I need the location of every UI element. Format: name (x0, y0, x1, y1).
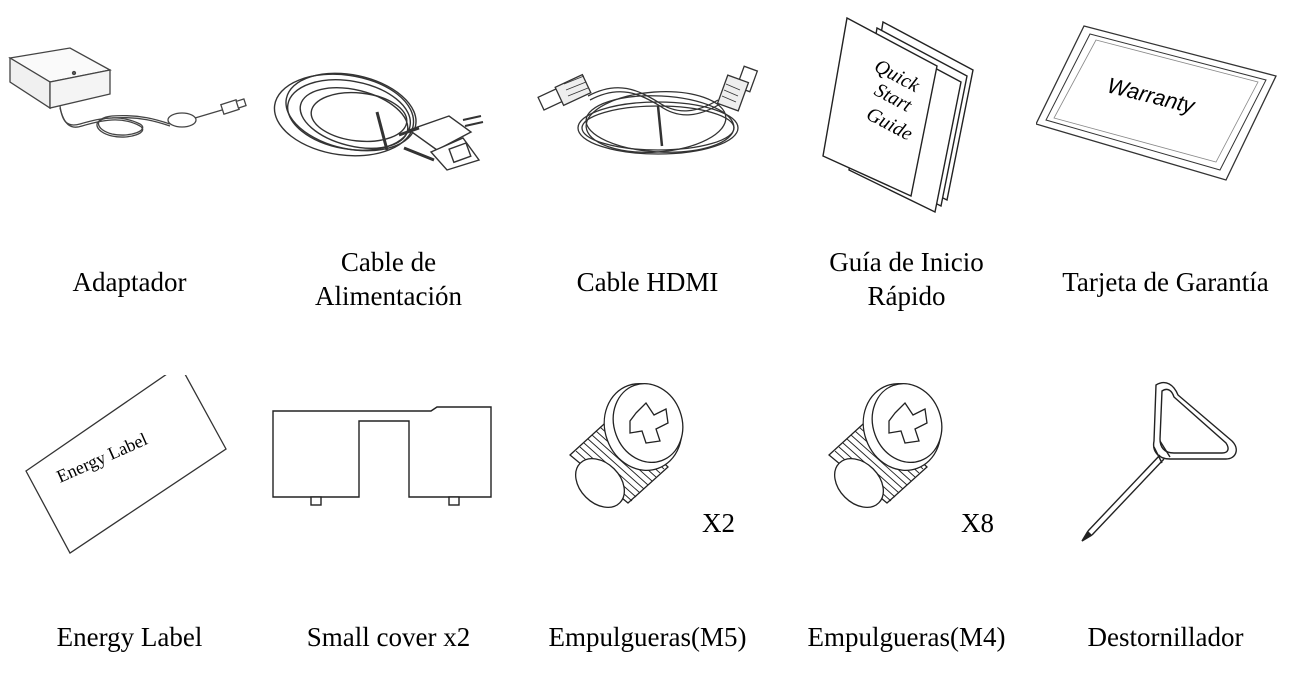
caption-energy-label: Energy Label (56, 622, 203, 652)
caption-hdmi-cable: Cable HDMI (576, 267, 719, 297)
quantity-m5: X2 (702, 508, 735, 538)
caption-thumbscrew-m5: Empulgueras(M5) (548, 622, 747, 652)
hdmi-cable-icon (518, 20, 777, 220)
energy-label-icon: Energy Label (0, 375, 259, 575)
caption-power-cable: Cable de Alimentación (315, 247, 462, 311)
quick-start-guide-icon: Quick Start Guide (777, 10, 1036, 214)
power-cable-icon (259, 20, 518, 220)
caption-screwdriver: Destornillador (1087, 622, 1244, 652)
caption-adapter: Adaptador (72, 267, 187, 297)
warranty-card-icon: Warranty (1036, 20, 1295, 220)
power-adapter-icon (0, 20, 259, 220)
thumbscrew-m4-icon (777, 375, 1036, 575)
screwdriver-icon (1036, 375, 1295, 575)
quantity-m4: X8 (961, 508, 994, 538)
small-cover-icon (259, 405, 518, 605)
thumbscrew-m5-icon (518, 375, 777, 575)
caption-quick-start-guide: Guía de Inicio Rápido (829, 247, 984, 311)
caption-thumbscrew-m4: Empulgueras(M4) (807, 622, 1006, 652)
caption-warranty-card: Tarjeta de Garantía (1062, 267, 1269, 297)
caption-small-cover: Small cover x2 (306, 622, 471, 652)
